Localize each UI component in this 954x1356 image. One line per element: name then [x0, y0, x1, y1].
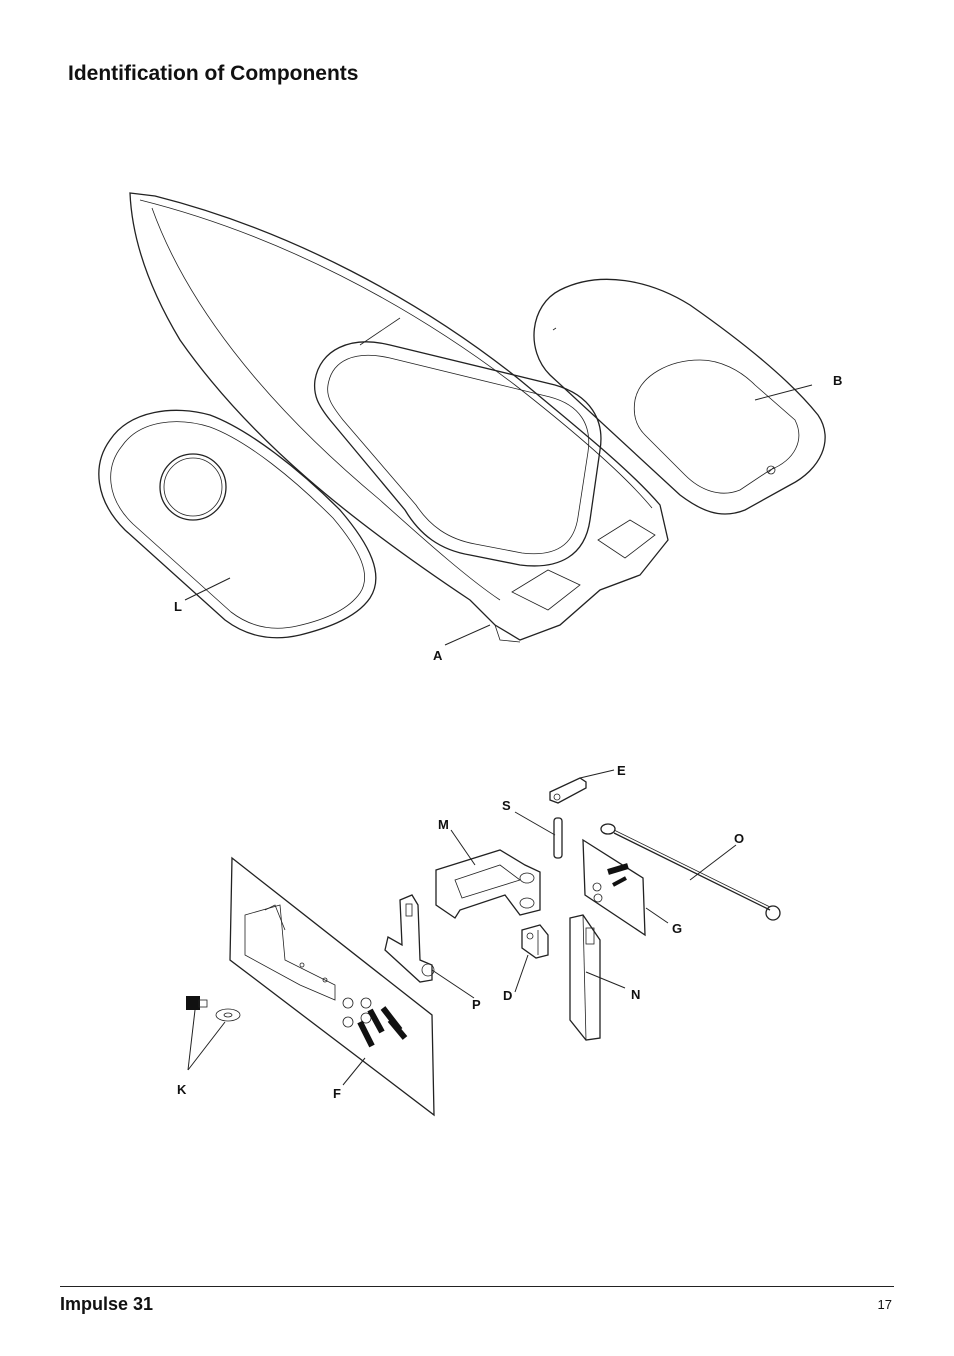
page-title: Identification of Components: [68, 62, 359, 85]
label-b: B: [833, 373, 842, 388]
label-m: M: [438, 817, 449, 832]
label-a: A: [433, 648, 443, 663]
hatch-cover-part-b: [533, 278, 826, 515]
pushrod-part-o: [600, 823, 781, 921]
bracket-set-part-f: [229, 856, 435, 1117]
clevis-part-e: [549, 777, 587, 804]
label-p: P: [472, 997, 481, 1012]
label-d: D: [503, 988, 512, 1003]
page-number: 17: [877, 1297, 892, 1312]
thumbscrew-part-k: [186, 996, 241, 1022]
rudder-part-n: [569, 914, 601, 1041]
footer-title: Impulse 31: [60, 1294, 154, 1314]
bracket-part-p: [384, 894, 435, 983]
label-k: K: [177, 1082, 187, 1097]
pin-part-s: [553, 817, 563, 859]
label-n: N: [631, 987, 640, 1002]
label-g: G: [672, 921, 682, 936]
deck-lid-part-l: [98, 409, 377, 639]
hull-part-a: [129, 192, 669, 643]
footer-divider: [60, 1286, 894, 1287]
arm-part-m: [435, 849, 541, 919]
label-o: O: [734, 831, 744, 846]
label-l: L: [174, 599, 182, 614]
hinge-part-d: [521, 924, 549, 959]
label-e: E: [617, 763, 626, 778]
label-f: F: [333, 1086, 341, 1101]
label-s: S: [502, 798, 511, 813]
hardware-card-part-g: [582, 838, 646, 937]
